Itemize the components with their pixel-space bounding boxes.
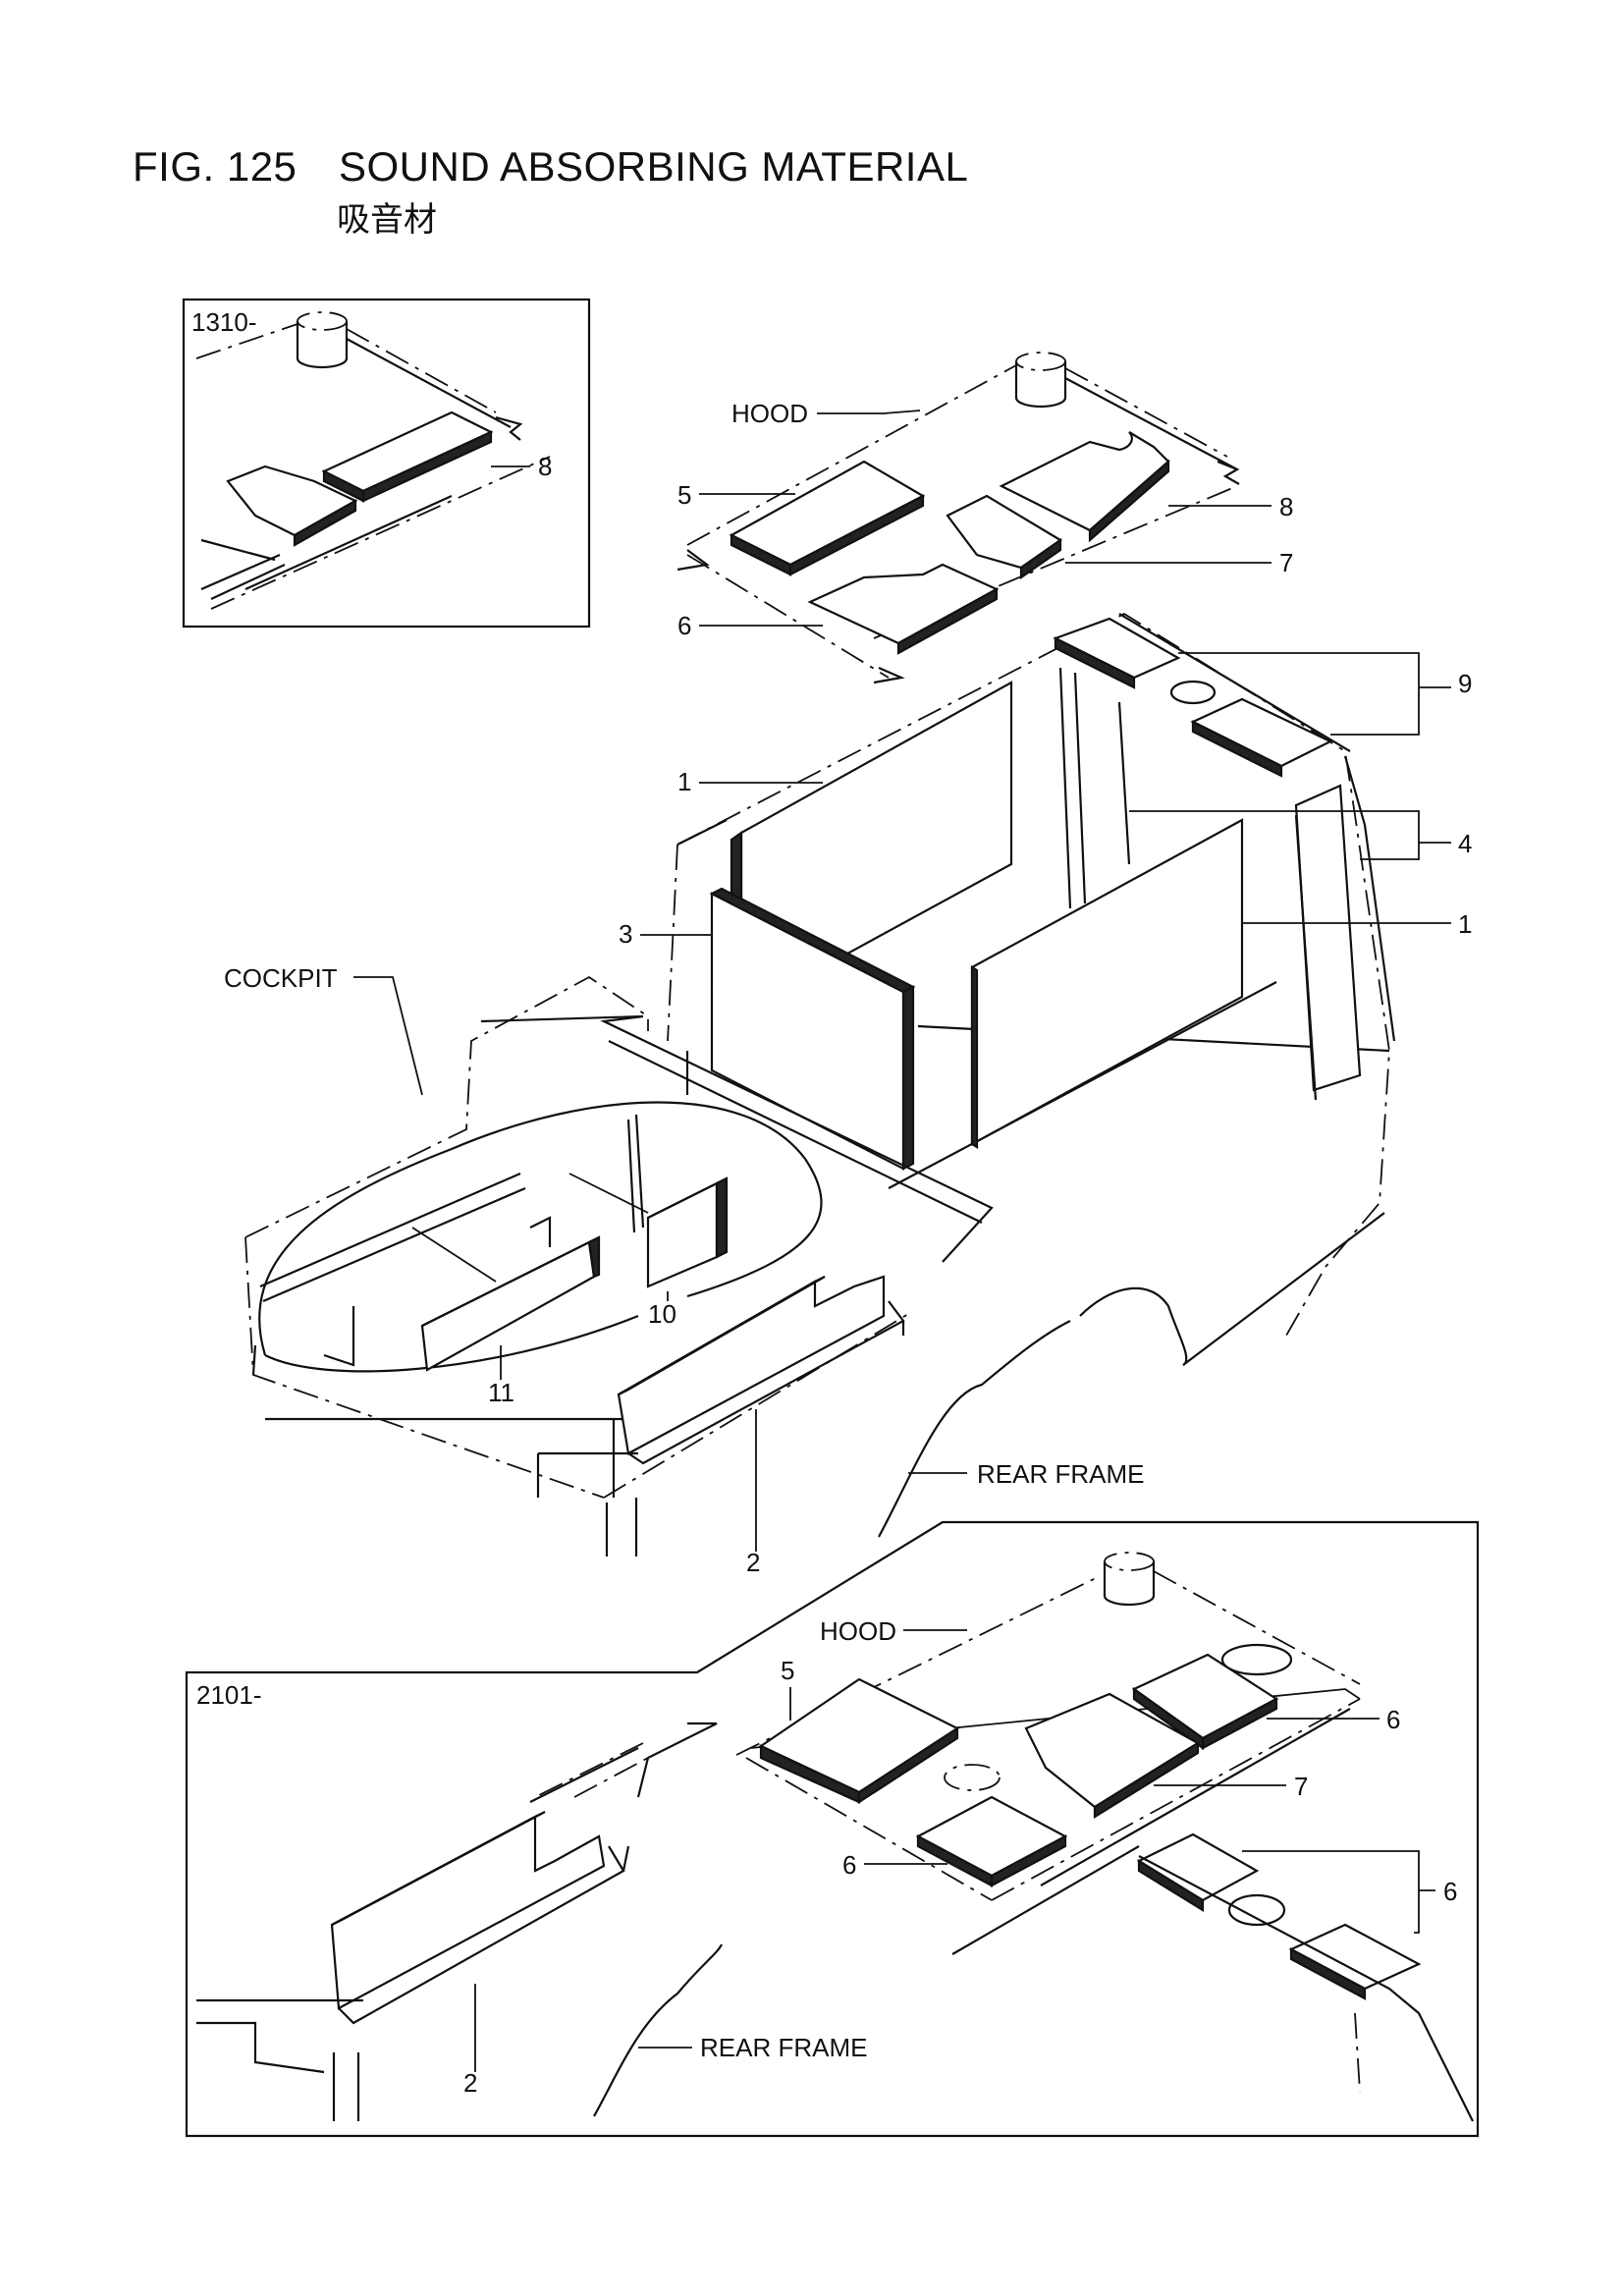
inset-pad-2 — [330, 1722, 718, 2025]
callout-b7: 7 — [1294, 1772, 1308, 1801]
callout-1-right: 1 — [1458, 909, 1472, 939]
callout-1-left: 1 — [677, 767, 691, 796]
callout-2: 2 — [746, 1548, 760, 1577]
figure-title: FIG. 125 SOUND ABSORBING MATERIAL — [133, 143, 968, 191]
hood-b-pad-5 — [758, 1677, 960, 1805]
callout-4: 4 — [1458, 829, 1472, 858]
side-strips-4 — [1117, 701, 1362, 1101]
callout-8: 8 — [1279, 492, 1293, 521]
callout-b6-right: 6 — [1443, 1877, 1457, 1906]
hood-label: HOOD — [731, 399, 808, 428]
callout-10: 10 — [648, 1299, 676, 1329]
cockpit-pad-2 — [617, 1275, 905, 1465]
cockpit-pad-11 — [420, 1235, 601, 1372]
callout-3: 3 — [619, 919, 632, 949]
hood-b-pad-6-left — [915, 1795, 1068, 1887]
hood-b-cylinder — [1103, 1552, 1156, 1607]
cockpit-floor: COCKPIT — [224, 963, 1144, 1577]
callout-6: 6 — [677, 611, 691, 640]
inset-cylinder — [296, 311, 349, 369]
hood-cylinder — [1014, 352, 1067, 409]
callout-8-inset: 8 — [538, 452, 552, 481]
hood-b-label: HOOD — [820, 1616, 896, 1646]
callout-9: 9 — [1458, 669, 1472, 698]
inset-pad-8 — [321, 410, 494, 503]
figure-name-japanese: 吸音材 — [337, 200, 437, 240]
hood-assembly: HOOD — [676, 352, 1293, 684]
panel-1-right — [970, 818, 1244, 1149]
inset-frame-2101 — [185, 1520, 1480, 2138]
figure-number: FIG. 125 — [133, 143, 298, 190]
callout-b2: 2 — [463, 2068, 477, 2098]
inset-pad-7 — [226, 465, 358, 547]
panel-3 — [709, 887, 916, 1171]
hood-b-pads-6-lower — [951, 1832, 1474, 2122]
cockpit-pad-10 — [646, 1176, 729, 1288]
hood-pad-7 — [946, 494, 1063, 580]
callout-7: 7 — [1279, 548, 1293, 577]
callout-b6-left: 6 — [842, 1850, 856, 1880]
inset-code-1310: 1310- — [191, 307, 257, 337]
hood-b-pad-7 — [1024, 1692, 1201, 1819]
hood-pad-8 — [999, 431, 1170, 543]
rear-frame-label: REAR FRAME — [977, 1459, 1144, 1489]
callout-b5: 5 — [781, 1656, 794, 1685]
hood-pad-5 — [729, 460, 926, 576]
hood-pad-6 — [807, 563, 1000, 655]
cockpit-label: COCKPIT — [224, 963, 338, 993]
inset-1310: 1310- 8 — [182, 298, 591, 629]
cab-frame: 1 3 9 4 1 — [619, 612, 1472, 1366]
hood-b-pad-6-top — [1131, 1653, 1279, 1751]
inset-code-2101: 2101- — [196, 1680, 262, 1710]
rear-frame-b-label: REAR FRAME — [700, 2033, 867, 2062]
callout-11: 11 — [488, 1378, 514, 1407]
callout-b6-top: 6 — [1386, 1705, 1400, 1734]
inset-frame — [182, 298, 591, 629]
inset-2101: 2101- HOOD — [185, 1520, 1480, 2138]
callout-5: 5 — [677, 480, 691, 510]
figure-name: SOUND ABSORBING MATERIAL — [339, 143, 969, 190]
top-pads-9 — [1053, 617, 1333, 778]
